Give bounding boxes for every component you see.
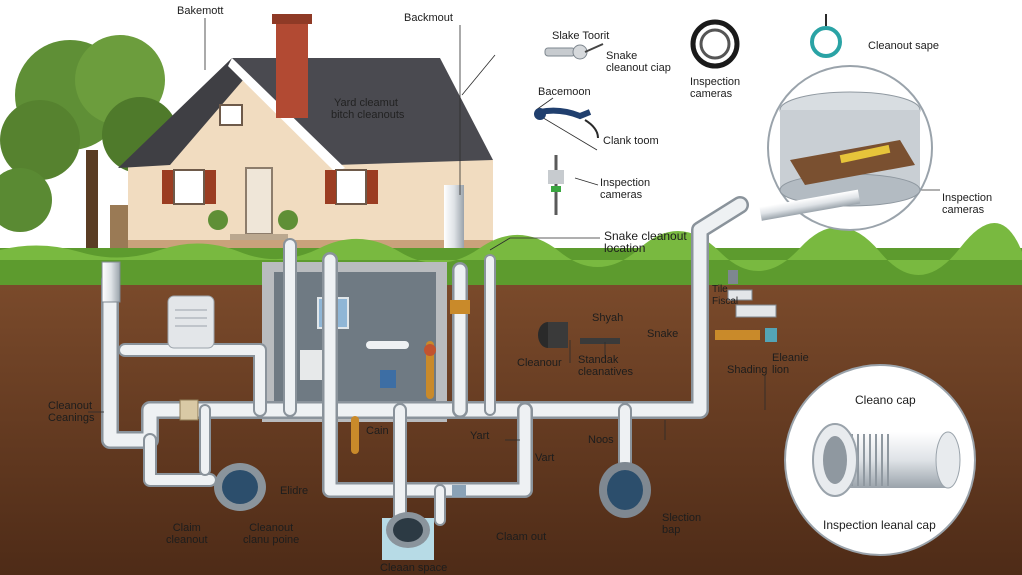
label-snake-cleanout-location: Snake cleanout location bbox=[604, 229, 687, 255]
ring-icon bbox=[810, 14, 842, 58]
label-inspection-cameras-mid: Inspection cameras bbox=[600, 177, 651, 201]
ac-unit bbox=[167, 295, 215, 349]
probe-icon bbox=[548, 155, 564, 215]
label-tile-fiscal: Tile Fiscal bbox=[712, 284, 739, 307]
label-elidre: Elidre bbox=[280, 485, 309, 497]
label-standak-cleanatives: Standak cleanatives bbox=[578, 354, 634, 378]
cleanout-pit-right bbox=[599, 462, 651, 518]
label-noos: Noos bbox=[588, 434, 614, 446]
label-vart: Vart bbox=[535, 452, 555, 464]
label-inspection-cameras-right: Inspection cameras bbox=[942, 192, 993, 216]
label-cleanout-cleanu-poine: Cleanout clanu poine bbox=[243, 522, 300, 546]
cleanout-riser-left bbox=[101, 261, 121, 303]
label-clank-toom: Clank toom bbox=[603, 135, 659, 147]
snake-tool-icon bbox=[544, 43, 604, 60]
label-inspection-cameras-top: Inspection cameras bbox=[690, 76, 741, 100]
label-cleanout-sape: Cleanout sape bbox=[868, 40, 939, 52]
label-slection-bap: Slection bap bbox=[662, 512, 702, 536]
label-clean-out: Claam out bbox=[496, 531, 547, 543]
label-bacemoon: Bacemoon bbox=[538, 86, 591, 98]
label-cleanout-ceanings: Cleanout Ceanings bbox=[48, 400, 95, 424]
label-yard-cleanout: Yard cleamut bbox=[334, 97, 398, 109]
label-basement-top: Bakemott bbox=[177, 5, 224, 17]
label-shyah: Shyah bbox=[592, 312, 624, 324]
cleanout-pit-center bbox=[382, 512, 434, 560]
hand-auger-icon bbox=[534, 107, 599, 139]
label-backmout: Backmout bbox=[404, 12, 453, 24]
downspout bbox=[444, 185, 464, 255]
house-icon bbox=[118, 14, 493, 252]
cable-coil-icon bbox=[690, 19, 740, 69]
label-clean-space: Cleaan space bbox=[380, 562, 448, 574]
cleanout-cap-icon bbox=[784, 364, 976, 556]
label-cleano-cap: Cleano cap bbox=[855, 393, 916, 407]
label-claim-cleanout: Claim cleanout bbox=[166, 522, 208, 546]
label-bitch-cleanouts: bitch cleanouts bbox=[331, 109, 405, 121]
snake-cleanout-fittings bbox=[538, 322, 620, 348]
label-cleanour: Cleanour bbox=[517, 357, 562, 369]
right-riser-fittings bbox=[715, 270, 777, 342]
label-shading: Shading bbox=[727, 364, 768, 376]
label-inspection-leanal-cap: Inspection leanal cap bbox=[823, 518, 936, 532]
label-snake-pipe: Snake bbox=[647, 328, 679, 340]
cleanout-pit-left bbox=[214, 463, 266, 511]
label-snake-tool-top: Slake Toorit bbox=[552, 30, 610, 42]
label-snake-cleanout-cap-top: Snake cleanout ciap bbox=[606, 50, 671, 74]
pipe-network bbox=[101, 196, 749, 527]
label-yart: Yart bbox=[470, 430, 490, 442]
label-eleanie-lion: Eleanie lion bbox=[772, 352, 809, 376]
label-cain: Cain bbox=[366, 425, 389, 437]
camera-rig-icon bbox=[759, 65, 933, 231]
